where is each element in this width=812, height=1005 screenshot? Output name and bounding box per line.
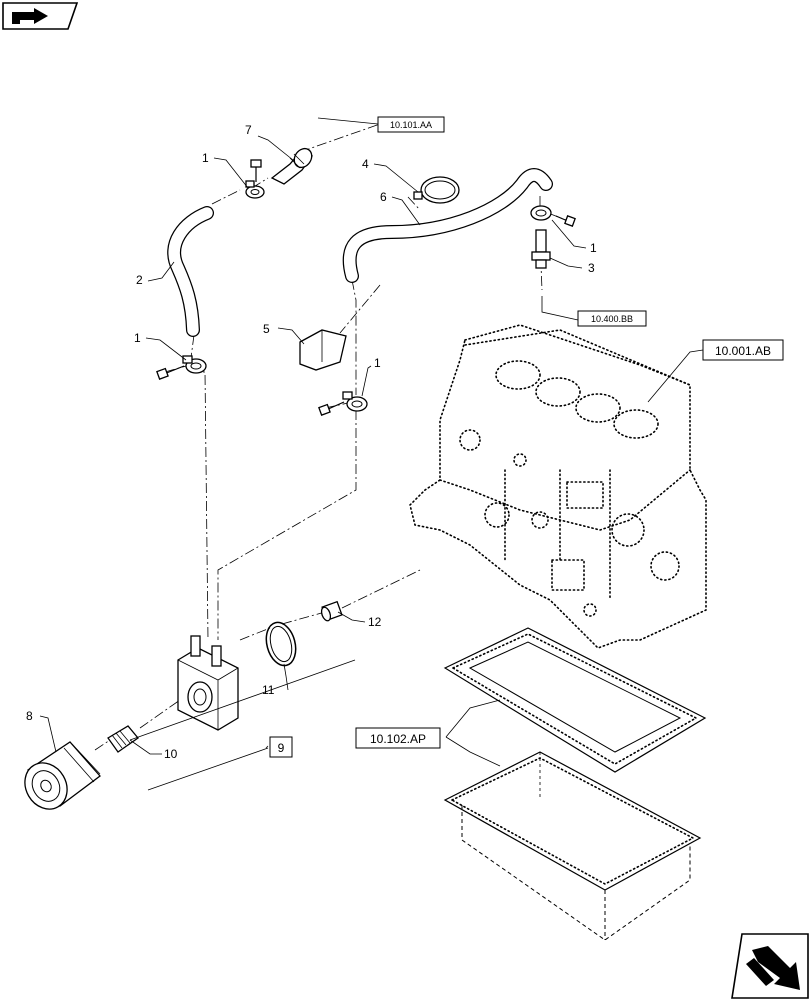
leader-lines bbox=[39, 117, 704, 767]
callout-1-top: 1 bbox=[202, 151, 209, 165]
callout-3: 3 bbox=[588, 261, 595, 275]
callout-6: 6 bbox=[380, 190, 387, 204]
callout-2: 2 bbox=[136, 273, 143, 287]
oil-pan bbox=[443, 751, 702, 941]
callout-10: 10 bbox=[164, 747, 178, 761]
o-ring-11 bbox=[265, 621, 297, 667]
hose-clamp-4 bbox=[413, 176, 460, 204]
heat-shield-5 bbox=[299, 329, 347, 371]
screw-mid-left bbox=[156, 365, 185, 380]
fitting-3 bbox=[531, 229, 551, 269]
hose-2 bbox=[167, 206, 214, 337]
callout-5: 5 bbox=[263, 322, 270, 336]
callout-4: 4 bbox=[362, 157, 369, 171]
reference-label-10101aa: 10.101.AA bbox=[390, 120, 432, 130]
callout-1-mid-left: 1 bbox=[134, 331, 141, 345]
reference-box-10101aa[interactable]: 10.101.AA bbox=[377, 116, 445, 133]
hose-clamp-center bbox=[342, 391, 368, 412]
oil-cooler bbox=[177, 635, 239, 731]
oil-filter-8 bbox=[24, 741, 101, 810]
reference-box-10102ap[interactable]: 10.102.AP bbox=[355, 727, 441, 749]
callout-1-right: 1 bbox=[590, 241, 597, 255]
callout-1-center: 1 bbox=[374, 356, 381, 370]
callout-7: 7 bbox=[245, 123, 252, 137]
callout-12: 12 bbox=[368, 615, 382, 629]
group-bracket-9 bbox=[129, 659, 356, 791]
previous-page-icon[interactable] bbox=[2, 2, 79, 30]
screw-center bbox=[318, 401, 345, 416]
screw-top bbox=[250, 159, 262, 182]
threaded-nipple-10 bbox=[107, 725, 139, 753]
hose-clamp-mid-left bbox=[182, 355, 207, 374]
callout-11: 11 bbox=[262, 683, 275, 697]
hose-clamp-top bbox=[245, 180, 265, 199]
callout-9: 9 bbox=[278, 741, 285, 755]
screw-right bbox=[555, 215, 576, 227]
hose-6 bbox=[342, 168, 553, 283]
sleeve-12 bbox=[320, 600, 343, 622]
engine-block bbox=[409, 324, 707, 649]
oil-pan-gasket bbox=[443, 627, 707, 773]
reference-label-10102ap: 10.102.AP bbox=[370, 732, 426, 746]
callout-8: 8 bbox=[26, 709, 33, 723]
connector-7 bbox=[270, 147, 313, 185]
reference-label-10001ab: 10.001.AB bbox=[715, 344, 771, 358]
reference-label-10400bb: 10.400.BB bbox=[591, 314, 633, 324]
reference-box-10001ab[interactable]: 10.001.AB bbox=[702, 339, 784, 361]
item-9-box[interactable]: 9 bbox=[269, 736, 293, 758]
hose-clamp-right bbox=[530, 205, 552, 221]
next-page-icon[interactable] bbox=[731, 933, 809, 999]
reference-box-10400bb[interactable]: 10.400.BB bbox=[577, 310, 647, 327]
